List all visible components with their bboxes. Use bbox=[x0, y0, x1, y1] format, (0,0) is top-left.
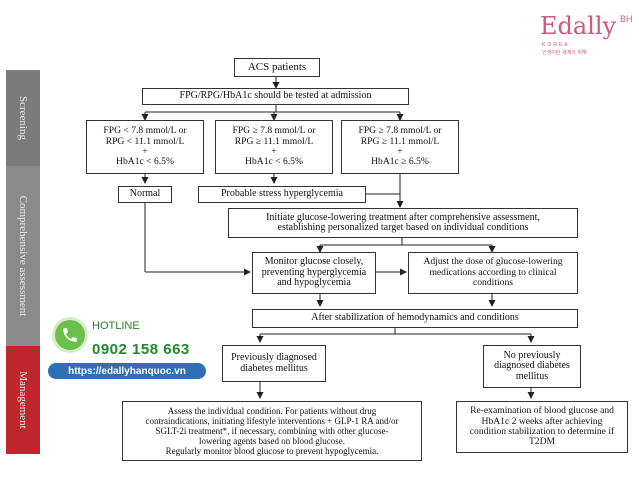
box-initiate-treatment: Initiate glucose-lowering treatment afte… bbox=[228, 208, 578, 238]
box-criteria-diabetes-text: FPG ≥ 7.8 mmol/L or RPG ≥ 11.1 mmol/L + … bbox=[358, 125, 442, 168]
box-adjust-text: Adjust the dose of glucose-lowering medi… bbox=[423, 256, 563, 289]
hotline-phone[interactable]: 0902 158 663 bbox=[92, 341, 190, 358]
box-after-stabilization: After stabilization of hemodynamics and … bbox=[252, 309, 578, 328]
box-adjust-dose: Adjust the dose of glucose-lowering medi… bbox=[408, 252, 578, 294]
brand-name: Edally bbox=[540, 12, 617, 40]
brand-korea: KOREA bbox=[542, 42, 570, 48]
box-no-previous-diagnosis: No previously diagnosed diabetes mellitu… bbox=[483, 345, 581, 388]
box-test-text: FPG/RPG/HbA1c should be tested at admiss… bbox=[179, 90, 372, 102]
box-criteria-normal: FPG < 7.8 mmol/L or RPG < 11.1 mmol/L + … bbox=[86, 120, 204, 174]
box-stress-hyperglycemia: Probable stress hyperglycemia bbox=[198, 186, 366, 203]
band-screening: Screening bbox=[6, 70, 40, 166]
box-test-at-admission: FPG/RPG/HbA1c should be tested at admiss… bbox=[142, 88, 409, 105]
box-criteria-diabetes: FPG ≥ 7.8 mmol/L or RPG ≥ 11.1 mmol/L + … bbox=[341, 120, 459, 174]
website-url[interactable]: https://edallyhanquoc.vn bbox=[68, 365, 186, 377]
box-normal-text: Normal bbox=[129, 188, 161, 200]
band-management: Management bbox=[6, 346, 40, 454]
box-acs-patients: ACS patients bbox=[234, 58, 320, 77]
box-monitor-text: Monitor glucose closely, preventing hype… bbox=[261, 256, 367, 289]
box-initiate-text: Initiate glucose-lowering treatment afte… bbox=[266, 211, 540, 233]
box-criteria-normal-text: FPG < 7.8 mmol/L or RPG < 11.1 mmol/L + … bbox=[103, 125, 187, 168]
box-stabilization-text: After stabilization of hemodynamics and … bbox=[311, 312, 519, 324]
box-acs-text: ACS patients bbox=[247, 61, 307, 74]
box-criteria-stress: FPG ≥ 7.8 mmol/L or RPG ≥ 11.1 mmol/L + … bbox=[215, 120, 333, 174]
brand-superscript: BH bbox=[620, 14, 633, 24]
box-stress-text: Probable stress hyperglycemia bbox=[220, 188, 343, 200]
box-assess-condition: Assess the individual condition. For pat… bbox=[122, 401, 422, 461]
box-previously-diagnosed: Previously diagnosed diabetes mellitus bbox=[222, 345, 326, 382]
box-criteria-stress-text: FPG ≥ 7.8 mmol/L or RPG ≥ 11.1 mmol/L + … bbox=[232, 125, 316, 168]
phone-glyph bbox=[63, 328, 77, 342]
phone-icon[interactable] bbox=[55, 320, 85, 350]
box-previously-diagnosed-text: Previously diagnosed diabetes mellitus bbox=[231, 352, 317, 374]
website-link[interactable]: https://edallyhanquoc.vn bbox=[48, 363, 206, 379]
band-comprehensive-assessment: Comprehensive assessment bbox=[6, 166, 40, 346]
hotline-label: HOTLINE bbox=[92, 320, 140, 332]
box-assess-text: Assess the individual condition. For pat… bbox=[145, 406, 399, 456]
box-reexam-text: Re-examination of blood glucose and HbA1… bbox=[469, 405, 615, 448]
brand-tagline: 인생이란 세계의 위해 bbox=[542, 50, 587, 56]
box-reexamination: Re-examination of blood glucose and HbA1… bbox=[456, 401, 628, 453]
box-normal: Normal bbox=[118, 186, 172, 203]
box-no-previous-text: No previously diagnosed diabetes mellitu… bbox=[494, 349, 570, 382]
brand-logo: Edally BH KOREA 인생이란 세계의 위해 bbox=[540, 12, 635, 60]
box-monitor-glucose: Monitor glucose closely, preventing hype… bbox=[252, 252, 376, 294]
